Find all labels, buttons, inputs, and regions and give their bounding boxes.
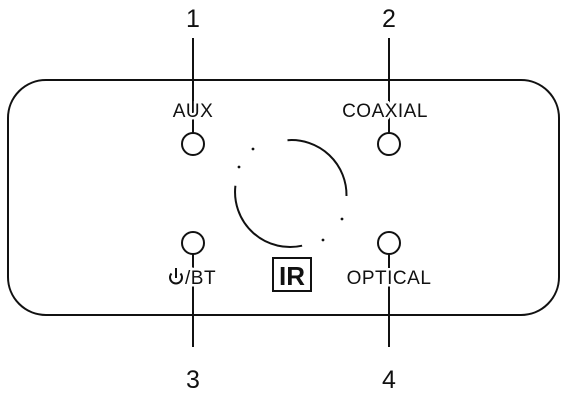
device-body-outline [7,79,560,316]
bt-label: /BT [185,268,216,289]
coaxial-indicator-led [377,132,401,156]
ir-receiver-window [234,139,348,249]
callout-number-1: 1 [186,5,200,33]
aux-label: AUX [173,101,214,122]
ir-logo-icon: IR [272,257,312,292]
callout-number-4: 4 [382,366,396,394]
ir-window-dot [340,217,344,221]
bt-indicator-led [181,231,205,255]
optical-label: OPTICAL [347,268,432,289]
callout-number-3: 3 [186,366,200,394]
coaxial-label: COAXIAL [342,101,428,122]
ir-window-dot [237,165,241,169]
power-icon [169,268,183,285]
callout-number-2: 2 [382,5,396,33]
aux-indicator-led [181,132,205,156]
ir-window-dot [251,147,255,151]
ir-logo-text: IR [279,261,305,291]
ir-window-dot [321,238,325,242]
optical-indicator-led [377,231,401,255]
